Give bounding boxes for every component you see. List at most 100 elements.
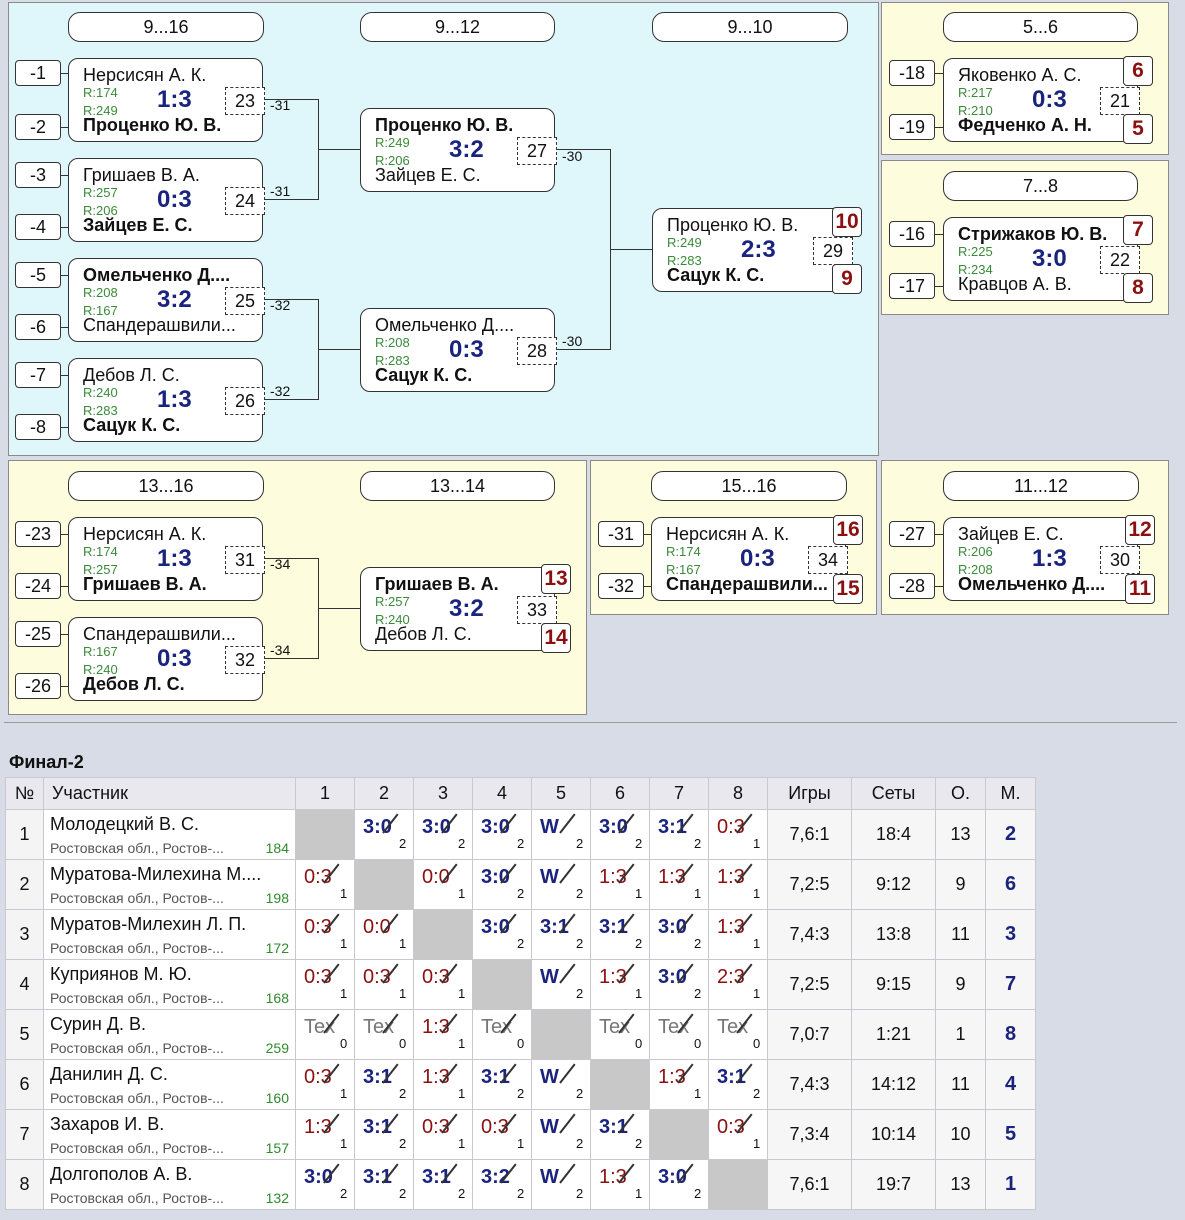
- column-header[interactable]: 4: [472, 777, 532, 810]
- column-header[interactable]: Сеты: [851, 777, 936, 810]
- column-header[interactable]: 1: [295, 777, 355, 810]
- column-header[interactable]: 5: [531, 777, 591, 810]
- participant-cell[interactable]: Муратова-Милехина М....Ростовская обл., …: [43, 859, 296, 910]
- participant-cell[interactable]: Молодецкий В. С.Ростовская обл., Ростов-…: [43, 809, 296, 860]
- participant-cell[interactable]: Сурин Д. В.Ростовская обл., Ростов-...25…: [43, 1009, 296, 1060]
- column-header[interactable]: №: [5, 777, 44, 810]
- column-header[interactable]: 7: [649, 777, 709, 810]
- column-header[interactable]: О.: [935, 777, 986, 810]
- participant-cell[interactable]: Данилин Д. С.Ростовская обл., Ростов-...…: [43, 1059, 296, 1110]
- column-header[interactable]: Игры: [767, 777, 852, 810]
- participant-cell[interactable]: Долгополов А. В.Ростовская обл., Ростов-…: [43, 1159, 296, 1210]
- column-header[interactable]: 2: [354, 777, 414, 810]
- column-header[interactable]: 6: [590, 777, 650, 810]
- column-header[interactable]: 3: [413, 777, 473, 810]
- column-header[interactable]: М.: [985, 777, 1036, 810]
- column-header[interactable]: Участник: [43, 777, 296, 810]
- participant-cell[interactable]: Муратов-Милехин Л. П.Ростовская обл., Ро…: [43, 909, 296, 960]
- column-header[interactable]: 8: [708, 777, 768, 810]
- participant-cell[interactable]: Куприянов М. Ю.Ростовская обл., Ростов-.…: [43, 959, 296, 1010]
- participant-cell[interactable]: Захаров И. В.Ростовская обл., Ростов-...…: [43, 1109, 296, 1160]
